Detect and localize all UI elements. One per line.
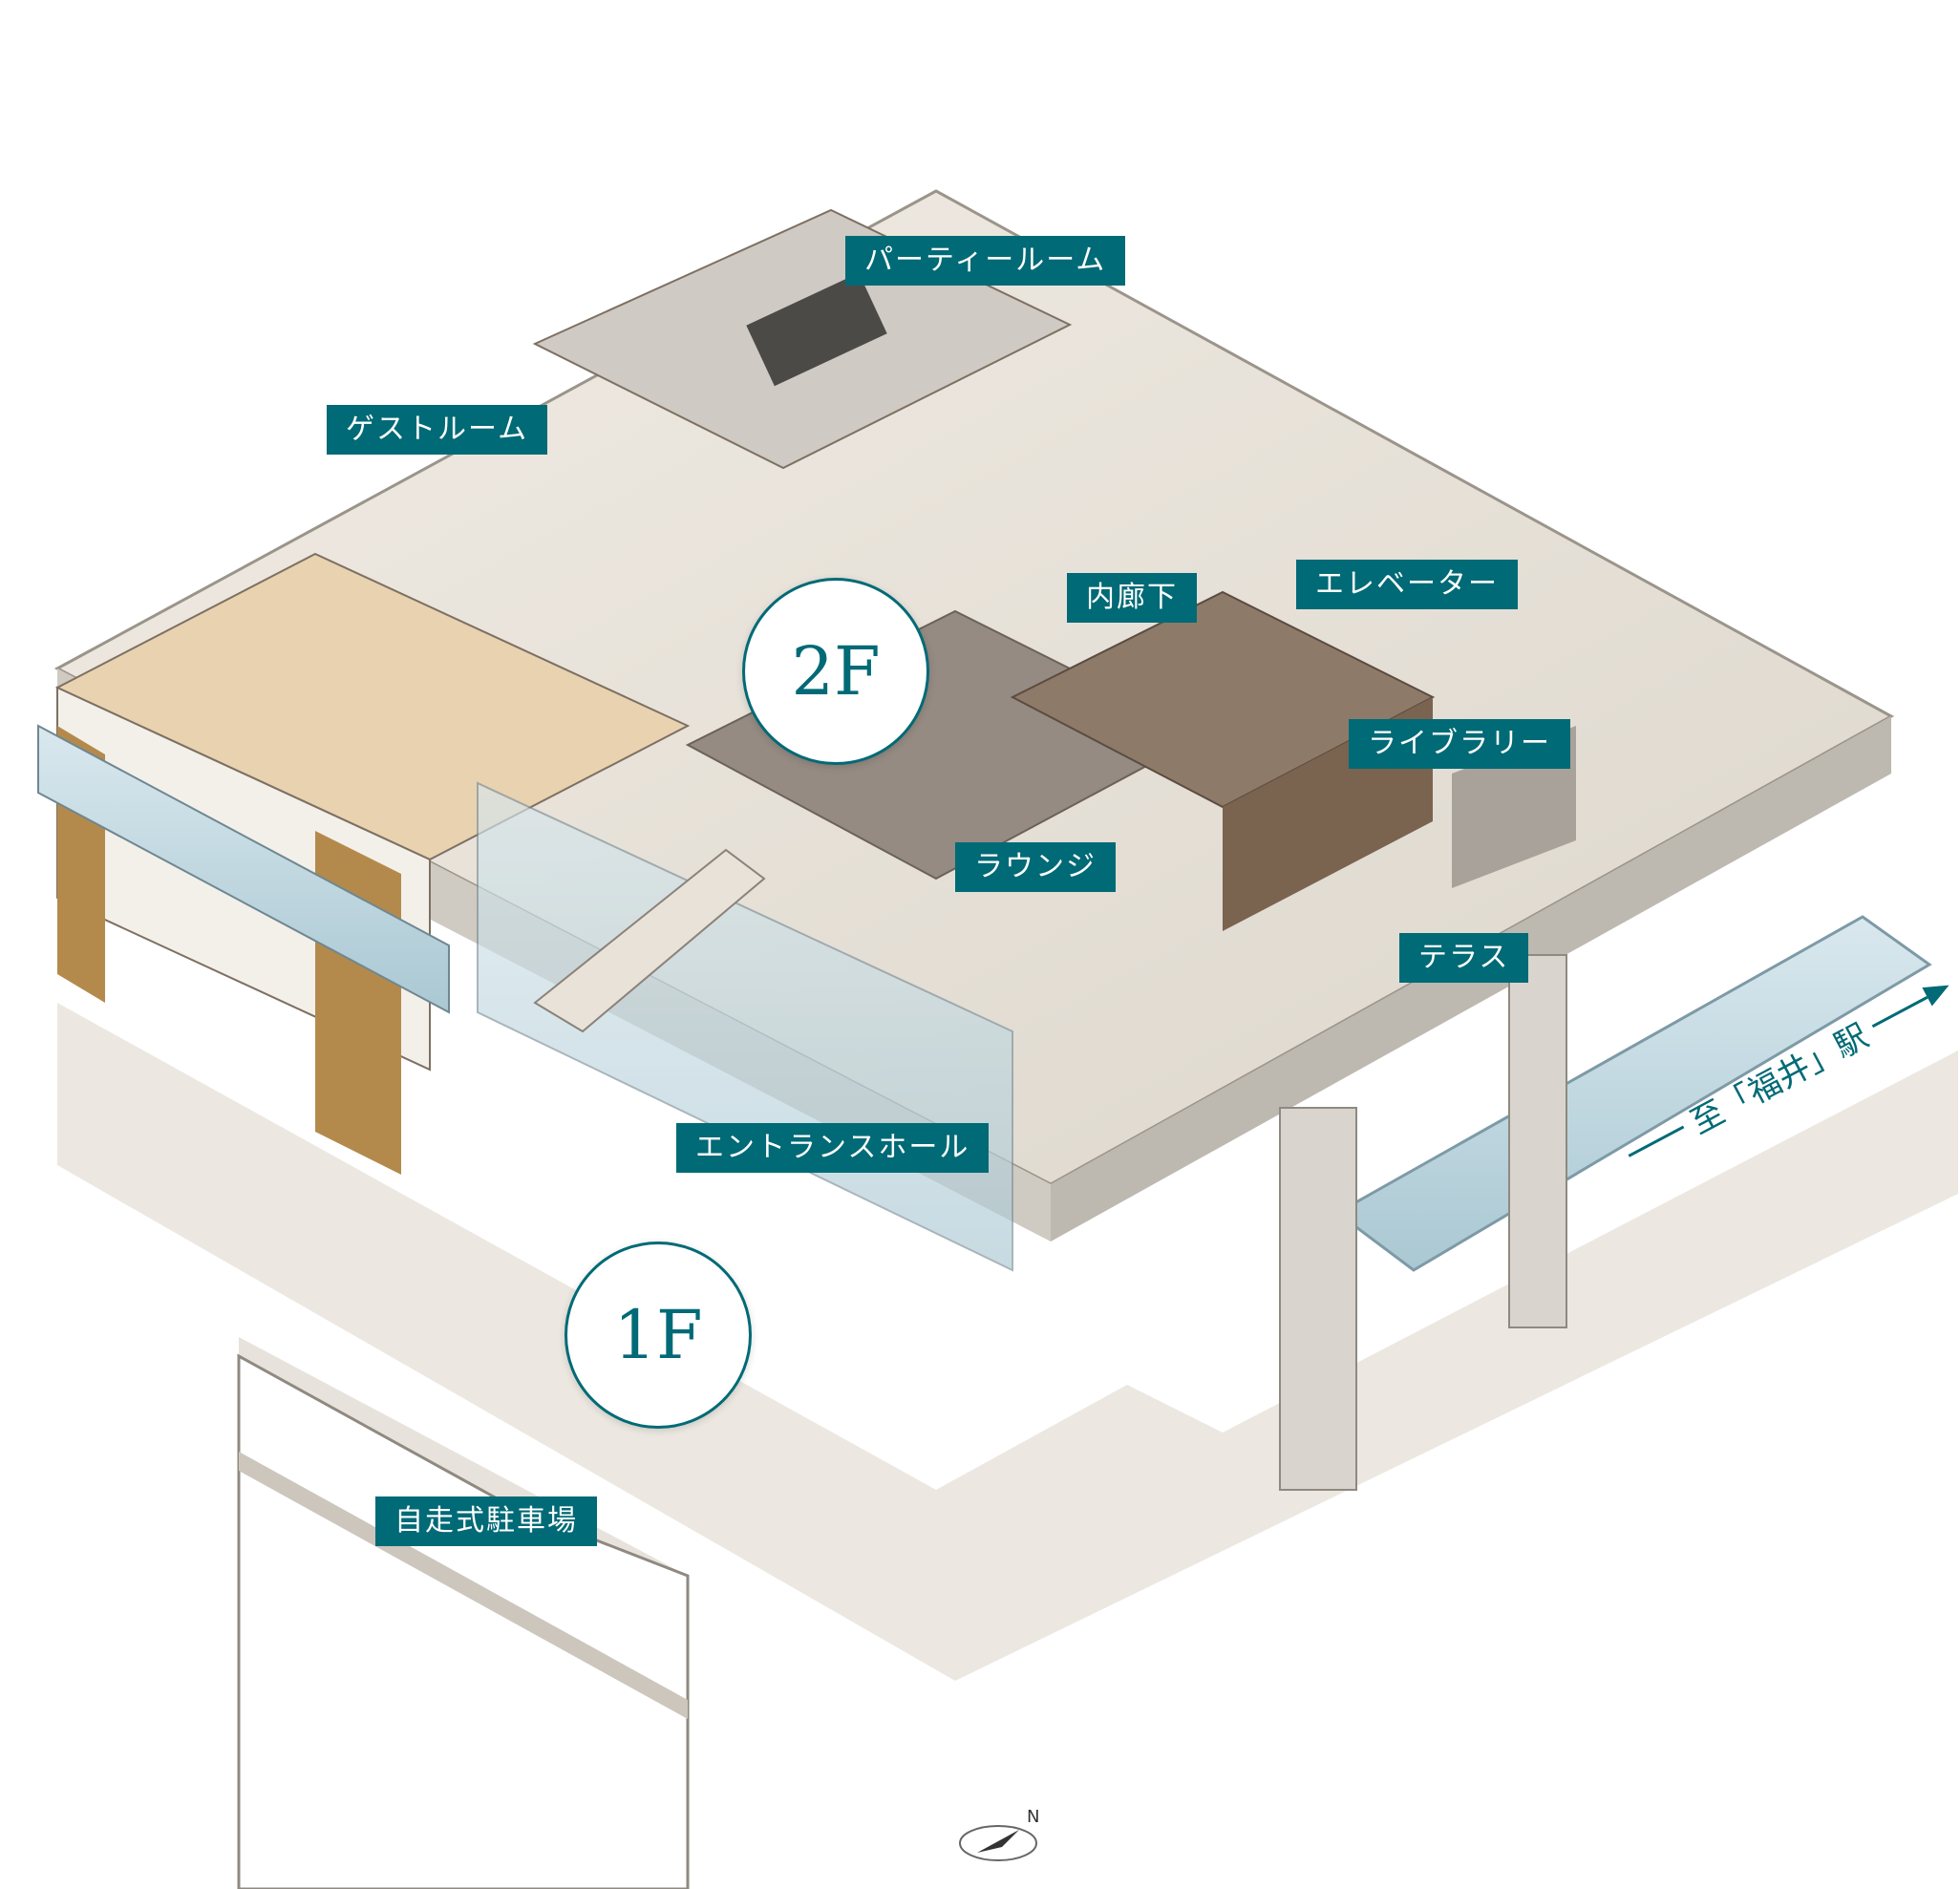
label-parking: 自走式駐車場 <box>375 1496 597 1546</box>
label-inner-corridor: 内廊下 <box>1067 573 1197 623</box>
svg-text:N: N <box>1027 1807 1039 1827</box>
label-terrace: テラス <box>1399 933 1529 983</box>
label-lounge: ラウンジ <box>955 842 1116 892</box>
direction-line <box>1628 1125 1685 1157</box>
label-entrance-hall: エントランスホール <box>676 1123 990 1173</box>
direction-line-right <box>1871 995 1928 1028</box>
floor-badge-1f: 1F <box>565 1242 752 1429</box>
floor-badge-2f: 2F <box>742 578 929 765</box>
parking-block <box>237 1353 690 1889</box>
north-arrow-icon: N <box>959 1807 1039 1861</box>
label-party-room: パーティールーム <box>845 236 1126 286</box>
label-guest-room: ゲストルーム <box>327 405 548 455</box>
label-elevator: エレベーター <box>1296 560 1518 609</box>
label-library: ライブラリー <box>1349 719 1570 769</box>
guest-room-wing <box>37 552 691 1175</box>
terrace-canopy <box>1279 915 1932 1491</box>
